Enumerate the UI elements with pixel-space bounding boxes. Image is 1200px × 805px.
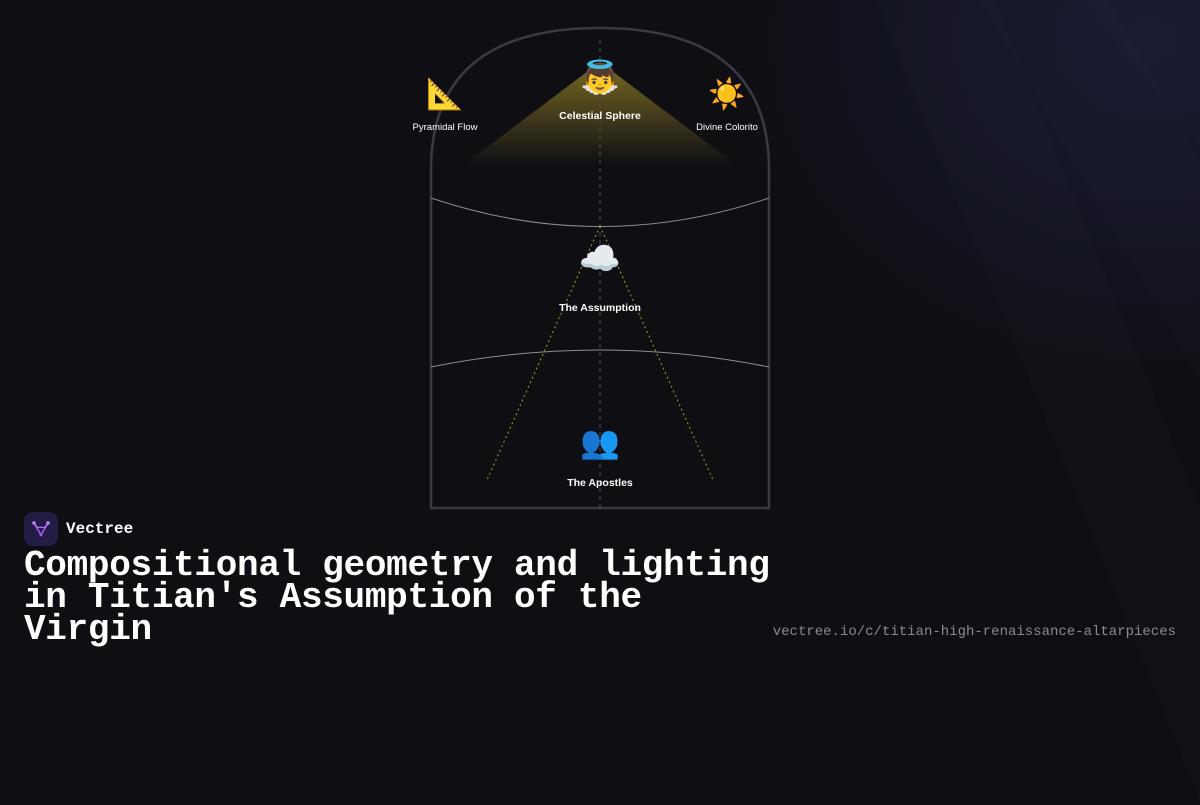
node-apostles: 👥 The Apostles (567, 423, 633, 489)
node-assumption: ☁️ The Assumption (559, 239, 641, 314)
node-label: Divine Colorito (696, 122, 758, 133)
lower-register-divider (430, 349, 770, 368)
altarpiece-diagram: 📐 Pyramidal Flow 👼 Celestial Sphere ☀️ D… (413, 26, 771, 510)
vectree-logo-icon (24, 512, 58, 546)
node-label: Celestial Sphere (559, 110, 641, 122)
pyramid-guide-right (599, 225, 714, 481)
node-label: Pyramidal Flow (413, 122, 478, 133)
node-label: The Assumption (559, 302, 641, 314)
brand-name: Vectree (66, 520, 134, 538)
cloud-icon: ☁️ (579, 239, 621, 279)
people-icon: 👥 (580, 423, 620, 461)
pyramid-guide-left (486, 225, 601, 481)
angel-icon: 👼 (580, 58, 620, 96)
altarpiece-frame (429, 26, 771, 510)
page-title: Compositional geometry and lighting in T… (24, 545, 770, 650)
source-url: vectree.io/c/titian-high-renaissance-alt… (772, 624, 1176, 640)
node-pyramidal-flow: 📐 Pyramidal Flow (413, 76, 478, 133)
sun-icon: ☀️ (708, 75, 745, 112)
triangular-ruler-icon: 📐 (426, 76, 463, 112)
node-label: The Apostles (567, 477, 633, 489)
brand: Vectree (24, 512, 133, 546)
node-divine-colorito: ☀️ Divine Colorito (696, 75, 758, 133)
node-celestial-sphere: 👼 Celestial Sphere (559, 58, 641, 122)
